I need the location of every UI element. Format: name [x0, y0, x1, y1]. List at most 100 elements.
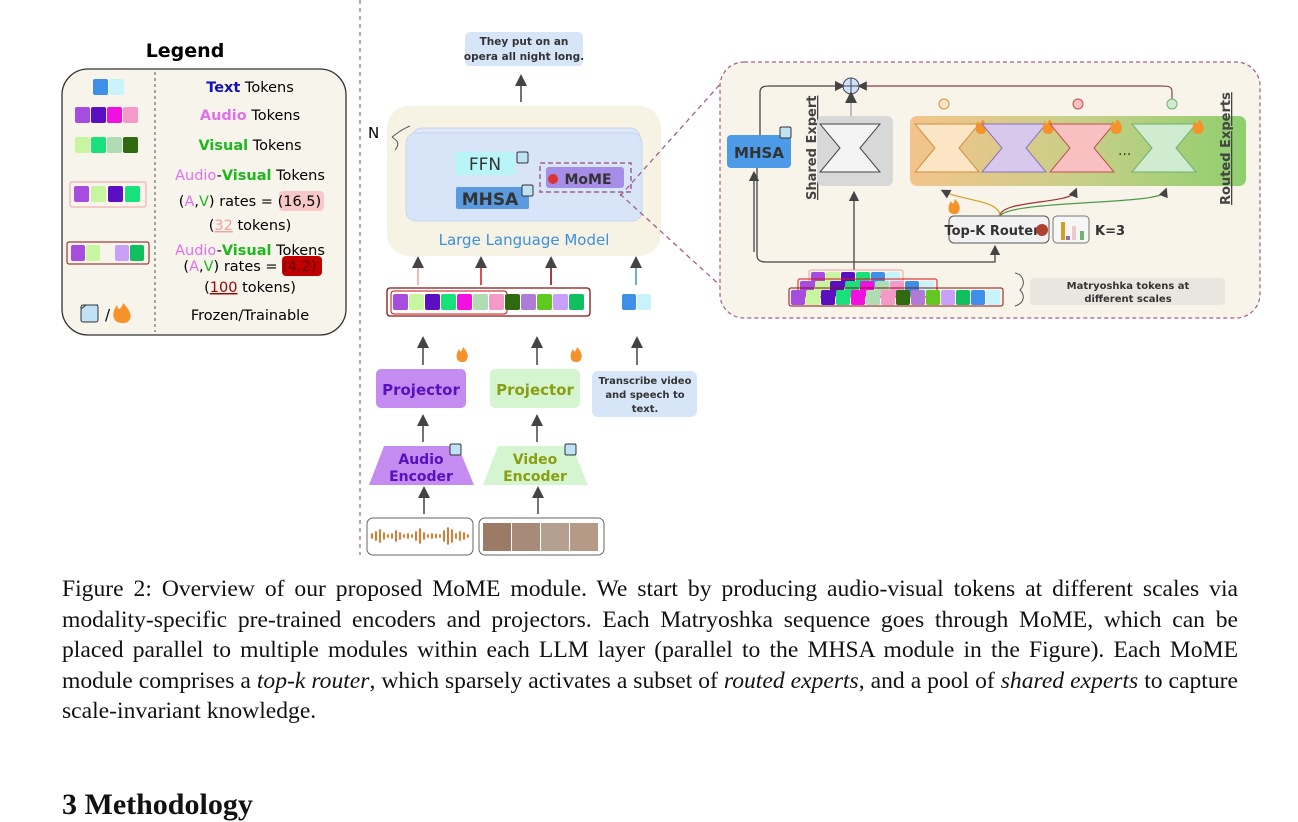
ice-cube-icon	[80, 304, 99, 323]
flame-icon	[948, 199, 960, 214]
waveform-bar	[371, 533, 373, 539]
top-k-router	[948, 215, 1050, 244]
multiply-icon	[1166, 98, 1178, 110]
output-text-line: They put on an	[480, 36, 569, 48]
lip-frames	[483, 523, 598, 551]
rates-highlight-small	[279, 191, 324, 211]
prompt-text-line: and speech to	[605, 390, 684, 401]
av-token	[441, 294, 456, 310]
prompt-text-line: Transcribe video	[599, 376, 692, 387]
pipeline: They put on an opera all night long. N F…	[366, 32, 741, 556]
legend-av-large-count: (100 tokens)	[204, 280, 296, 296]
figure-diagram: Legend Text Tokens Audio Tokens Visual T…	[61, 0, 1261, 556]
flame-icon	[1110, 119, 1122, 134]
audio-encoder-label: Audio	[398, 452, 444, 468]
llm-label: Large Language Model	[439, 231, 610, 249]
mome-highlight	[539, 162, 632, 193]
flame-icon	[975, 119, 987, 134]
matryoshka-label: different scales	[1084, 294, 1171, 305]
av-large-swatch-frame	[66, 241, 150, 265]
matryoshka-token	[866, 290, 880, 305]
audio-token-swatch	[107, 107, 122, 123]
ice-cube-icon	[779, 126, 792, 139]
flame-icon	[1042, 119, 1054, 134]
av-token	[521, 294, 536, 310]
waveform-bar	[423, 532, 425, 540]
video-projector-label: Projector	[496, 381, 574, 399]
av-small-swatch-frame	[69, 181, 147, 208]
visual-token-swatch	[107, 137, 122, 153]
av-token	[425, 294, 440, 310]
legend-slash: /	[105, 306, 111, 324]
waveform-bar	[399, 532, 401, 540]
waveform-bar	[451, 529, 453, 543]
matryoshka-token	[956, 290, 970, 305]
audio-token-swatch	[123, 107, 138, 123]
legend-av-large-title: Audio-Visual Tokens	[175, 243, 325, 259]
matryoshka-doll-icon	[1036, 224, 1048, 236]
video-encoder	[483, 446, 588, 485]
matryoshka-token	[881, 290, 895, 305]
visual-token-swatch	[91, 137, 106, 153]
legend-frozen-trainable: Frozen/Trainable	[191, 308, 309, 324]
av-token	[489, 294, 504, 310]
matryoshka-token	[941, 290, 955, 305]
audio-token-swatch	[75, 107, 90, 123]
waveform-bar	[383, 532, 385, 540]
av-token	[537, 294, 552, 310]
legend-av-small-title: Audio-Visual Tokens	[175, 168, 325, 184]
legend-av-small-rates: (A,V) rates = (16,5)	[179, 194, 321, 210]
waveform-bar	[415, 531, 417, 541]
av-token-swatch	[115, 245, 129, 261]
caption-text: Figure 2: Overview of our proposed MoME …	[62, 576, 1238, 694]
av-token-swatch	[130, 245, 144, 261]
legend-swatches	[66, 79, 150, 265]
av-token	[409, 294, 424, 310]
rates-highlight-large	[282, 256, 322, 276]
matryoshka-token	[851, 290, 865, 305]
mhsa-block	[727, 135, 791, 168]
av-token-swatch	[91, 186, 106, 202]
waveform-bar	[435, 533, 437, 539]
legend-audio-tokens: Audio Tokens	[200, 108, 300, 124]
waveform-bar	[379, 529, 381, 543]
flame-icon	[1192, 119, 1204, 134]
waveform-icon	[371, 527, 469, 545]
ice-cube-icon	[564, 443, 577, 456]
flame-icon	[113, 303, 131, 323]
audio-token-swatch	[91, 107, 106, 123]
ice-cube-icon	[449, 443, 462, 456]
waveform-bar	[387, 534, 389, 538]
av-token	[553, 294, 568, 310]
router-label: Top-K Router	[944, 224, 1040, 239]
av-token-sequence	[393, 294, 584, 310]
waveform-bar	[395, 530, 397, 542]
waveform-bar	[375, 531, 377, 541]
mhsa-block	[456, 187, 529, 209]
flame-icon	[570, 347, 582, 362]
waveform-bar	[463, 532, 465, 540]
av-token-swatch	[86, 245, 100, 261]
av-token	[473, 294, 488, 310]
mhsa-label: MHSA	[734, 144, 784, 162]
k-label: K=3	[1095, 224, 1125, 239]
av-token	[393, 294, 408, 310]
ice-cube-icon	[516, 151, 529, 164]
legend: Legend Text Tokens Audio Tokens Visual T…	[61, 40, 347, 336]
matryoshka-label-box	[1030, 278, 1225, 305]
matryoshka-token	[911, 290, 925, 305]
text-token-swatch	[109, 79, 124, 95]
shared-expert	[818, 123, 882, 173]
av-token	[569, 294, 584, 310]
waveform-bar	[407, 533, 409, 539]
multiply-icon	[938, 98, 950, 110]
waveform-bar	[391, 533, 393, 539]
legend-title: Legend	[146, 40, 225, 62]
waveform-bar	[443, 530, 445, 542]
output-text-line: opera all night long.	[464, 51, 584, 63]
visual-token-swatch	[75, 137, 90, 153]
section-heading: 3 Methodology	[62, 788, 253, 821]
caption-emphasis: routed experts	[723, 667, 859, 694]
mome-block	[546, 167, 624, 188]
matryoshka-token	[926, 290, 940, 305]
